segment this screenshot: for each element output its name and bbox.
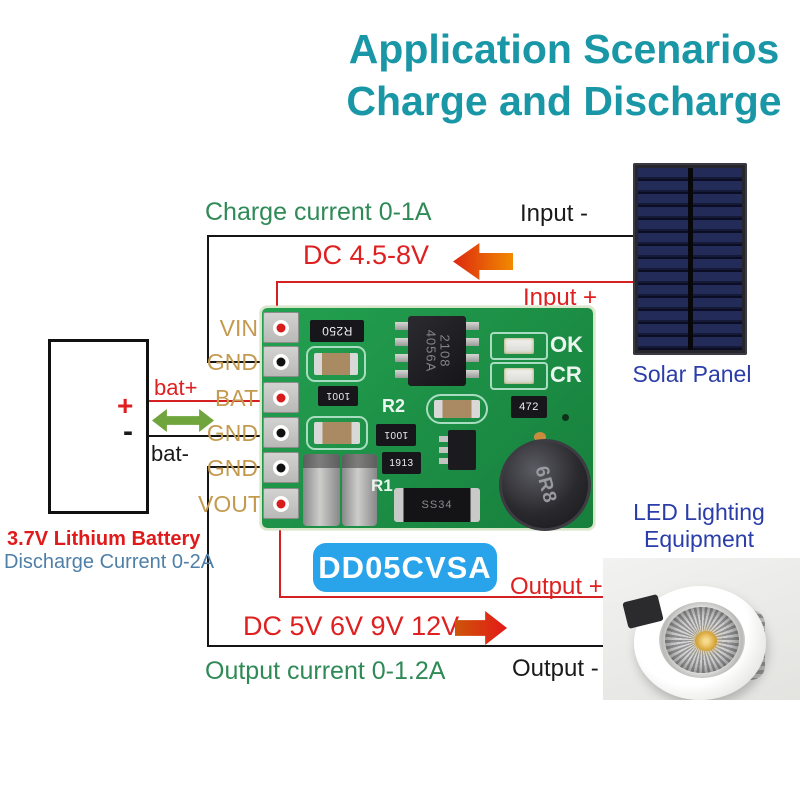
chip-pin xyxy=(466,322,479,330)
led-chip xyxy=(504,338,534,354)
battery-plus-sign: + xyxy=(117,390,134,421)
mounting-hole xyxy=(562,414,569,421)
silkscreen-cr: CR xyxy=(550,362,582,387)
diode-ss34: SS34 xyxy=(394,488,480,522)
wire-output-negative-vertical xyxy=(207,466,209,647)
chip-pin xyxy=(395,370,408,378)
pin-label-vin: VIN xyxy=(219,315,258,341)
capacitor-1 xyxy=(314,353,358,375)
solar-cell-column xyxy=(638,168,688,350)
battery-discharge-label: Discharge Current 0-2A xyxy=(4,551,215,573)
charger-chip-4056a: 2108 4056A xyxy=(408,316,466,386)
pin-label-bat: BAT xyxy=(214,385,258,411)
capacitor-3 xyxy=(434,400,480,418)
bat-positive-label: bat+ xyxy=(154,375,198,400)
pad-gnd1 xyxy=(263,346,299,377)
input-positive-label: Input + xyxy=(523,284,598,311)
resistor-1001-b: 1001 xyxy=(376,424,416,446)
input-direction-arrow-icon xyxy=(453,243,513,280)
wire-output-negative-horizontal xyxy=(207,645,603,647)
pin-label-gnd1: GND xyxy=(206,349,258,375)
led-equipment-label-line2: Equipment xyxy=(644,526,754,552)
resistor-1001-a: 1001 xyxy=(318,386,358,406)
chip-marking: 2108 4056A xyxy=(423,329,452,373)
solar-panel-divider xyxy=(687,168,693,350)
capacitor-outline-1 xyxy=(306,346,366,382)
pad-hole-vin xyxy=(276,323,286,332)
resistor-r250: R250 xyxy=(310,320,364,342)
status-led-cr xyxy=(490,362,548,390)
chip-marking-line2: 2108 xyxy=(437,334,452,368)
bat-negative-label: bat- xyxy=(151,441,189,466)
wire-output-positive-horizontal xyxy=(279,596,603,598)
wire-input-positive-horizontal xyxy=(276,281,635,283)
pad-hole-gnd1 xyxy=(276,357,286,366)
page-title-line1: Application Scenarios xyxy=(348,26,780,72)
chip-pin xyxy=(395,354,408,362)
chip-pin xyxy=(466,370,479,378)
battery-name-label: 3.7V Lithium Battery xyxy=(7,528,201,550)
wire-battery-positive xyxy=(149,400,280,402)
pad-hole-gnd3 xyxy=(276,463,286,472)
pad-bat xyxy=(263,382,299,413)
led-downlight-image xyxy=(603,558,800,700)
lamp-led-chip xyxy=(695,631,717,651)
wire-input-negative-top xyxy=(207,235,635,237)
silkscreen-r2: R2 xyxy=(382,396,406,416)
output-negative-label: Output - xyxy=(512,655,599,682)
capacitor-outline-3 xyxy=(426,394,488,424)
solar-panel-image xyxy=(633,163,747,355)
output-positive-label: Output + xyxy=(510,573,603,600)
led-equipment-label-line1: LED Lighting xyxy=(633,499,765,525)
pad-hole-bat xyxy=(276,393,286,402)
page-title-line2: Charge and Discharge xyxy=(346,78,782,124)
transistor-sot23 xyxy=(439,430,476,470)
resistor-1913: 1913 xyxy=(382,452,421,474)
lithium-battery-outline xyxy=(48,339,149,514)
pad-vout xyxy=(263,488,299,519)
wire-input-positive-to-vin xyxy=(276,281,278,328)
pad-hole-vout xyxy=(276,499,286,508)
pad-vin xyxy=(263,312,299,343)
wire-input-negative-vertical xyxy=(207,235,209,363)
solar-panel-label: Solar Panel xyxy=(632,361,752,387)
silkscreen-r1: R1 xyxy=(371,476,393,495)
output-current-label: Output current 0-1.2A xyxy=(205,657,446,685)
capacitor-outline-2 xyxy=(306,416,368,450)
input-negative-label: Input - xyxy=(520,200,589,227)
model-badge: DD05CVSA xyxy=(313,543,497,592)
converter-module-board: R250 1001 2108 4056A R2 1001 1913 R1 SS3… xyxy=(260,306,595,531)
led-chip xyxy=(504,368,534,384)
input-voltage-label: DC 4.5-8V xyxy=(303,240,430,270)
output-capacitor-2 xyxy=(342,454,377,526)
battery-minus-sign: - xyxy=(123,415,133,448)
pin-label-vout: VOUT xyxy=(198,491,262,517)
pin-label-gnd3: GND xyxy=(206,455,258,481)
chip-pin xyxy=(395,338,408,346)
wire-input-negative-to-gnd xyxy=(207,361,273,363)
pad-hole-gnd2 xyxy=(276,428,286,437)
wire-battery-negative xyxy=(149,435,279,437)
silkscreen-ok: OK xyxy=(550,332,583,357)
chip-pin xyxy=(395,322,408,330)
output-voltage-label: DC 5V 6V 9V 12V xyxy=(243,611,460,641)
wire-output-positive-vertical xyxy=(279,508,281,598)
inductor-marking: 6R8 xyxy=(530,463,561,506)
pad-gnd2 xyxy=(263,417,299,448)
chip-marking-line1: 4056A xyxy=(423,329,438,373)
resistor-472: 472 xyxy=(511,396,547,418)
inductor-solder-dot xyxy=(534,432,546,442)
pin-label-gnd2: GND xyxy=(206,420,258,446)
charge-current-label: Charge current 0-1A xyxy=(205,198,432,226)
chip-pin xyxy=(466,354,479,362)
output-direction-arrow-icon xyxy=(455,611,507,645)
solar-cell-column xyxy=(692,168,742,350)
status-led-ok xyxy=(490,332,548,360)
output-capacitor-1 xyxy=(303,454,340,526)
capacitor-2 xyxy=(314,422,360,444)
wire-output-negative-from-gnd xyxy=(207,466,273,468)
pad-gnd3 xyxy=(263,452,299,483)
power-inductor-6r8: 6R8 xyxy=(499,439,591,531)
chip-pin xyxy=(466,338,479,346)
